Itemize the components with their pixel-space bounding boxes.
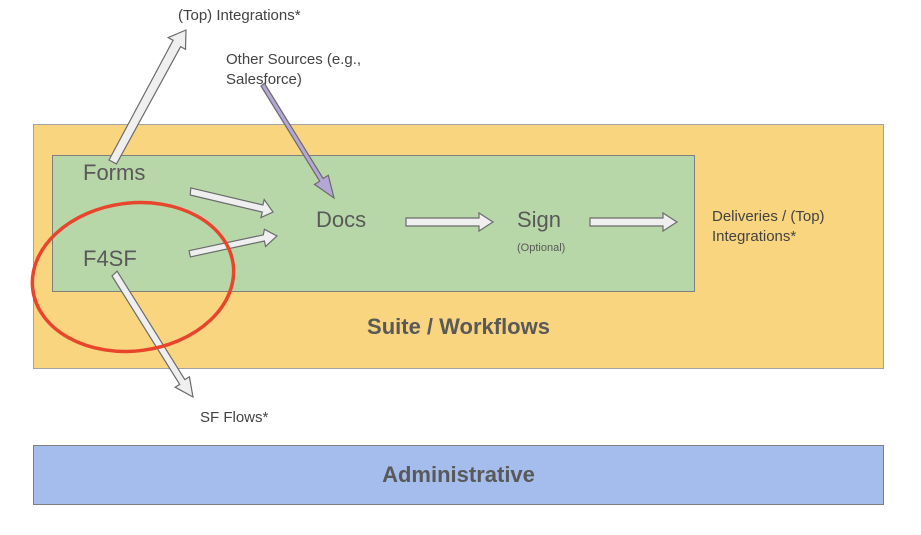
f4sf-node: F4SF (83, 246, 137, 271)
core-products-container (52, 155, 695, 292)
arrow-forms-to-docs (189, 187, 274, 219)
docs-node: Docs (316, 207, 367, 232)
arrow-other-sources-to-docs (260, 82, 335, 200)
arrow-f4sf-to-sf-flows (111, 270, 194, 399)
suite-workflows-title: Suite / Workflows (367, 314, 550, 339)
administrative-container (33, 445, 884, 505)
arrow-f4sf-to-docs (188, 228, 279, 258)
other-sources-label: Other Sources (e.g., Salesforce) (226, 51, 362, 88)
top-integrations-label: (Top) Integrations* (178, 7, 301, 24)
sign-optional-note: (Optional) (517, 242, 566, 254)
arrow-sign-to-deliveries (589, 211, 679, 233)
arrow-forms-to-top-integrations (108, 29, 187, 165)
arrow-docs-to-sign (405, 211, 495, 233)
sf-flows-label: SF Flows* (200, 409, 269, 426)
administrative-title: Administrative (382, 462, 535, 487)
sign-node: Sign (517, 207, 562, 232)
highlight-circle-f4sf (30, 200, 236, 354)
deliveries-integrations-label: Deliveries / (Top) Integrations* (712, 208, 825, 245)
forms-node: Forms (83, 160, 146, 185)
